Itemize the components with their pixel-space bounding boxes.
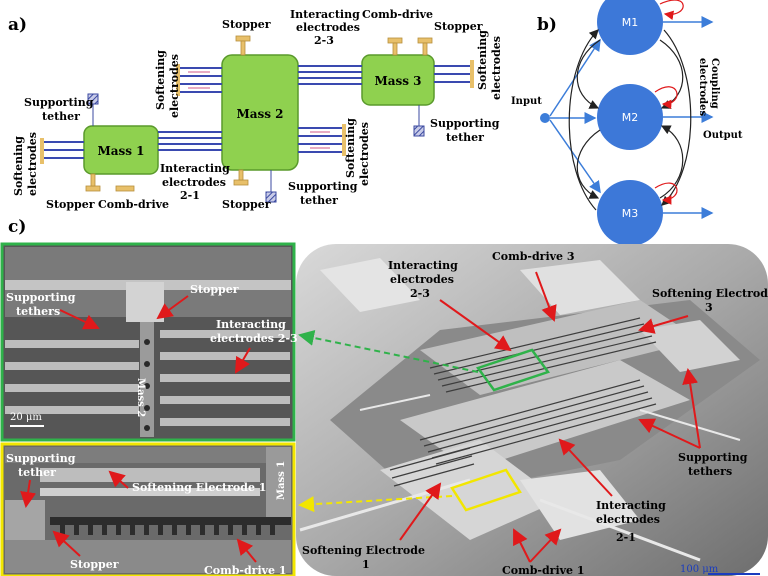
softening-m2r-line2: electrodes (358, 122, 371, 186)
main-supporting-line2: tethers (688, 465, 732, 478)
stoppers (85, 35, 433, 192)
mass-3-block (361, 54, 435, 106)
stopper-label-top: Stopper (222, 18, 271, 31)
green-dashed-connector (298, 330, 479, 373)
mass-1-label: Mass 1 (97, 144, 144, 158)
sem-structure (299, 258, 760, 562)
interacting-23-line3: 2-3 (314, 34, 334, 47)
input-label: Input (511, 96, 542, 107)
coupling-line1: Coupling (709, 58, 720, 109)
main-interacting-23-line1: Interacting (388, 259, 458, 272)
interacting-electrodes-2-3-lines (298, 65, 362, 85)
main-scale-label: 100 μm (680, 564, 719, 575)
comb-drive-label-bottom: Comb-drive (98, 198, 169, 211)
mass-2-softening-left (180, 67, 222, 93)
green-interacting-line2: electrodes 2-3 (210, 332, 298, 345)
softening-m2l-line2: electrodes (168, 54, 181, 118)
supporting-m3-line1: Supporting (430, 117, 500, 130)
softening-m3-line2: electrodes (490, 36, 503, 100)
softening-m1-line2: electrodes (26, 132, 39, 196)
output-label: Output (703, 130, 743, 141)
yellow-comb-label: Comb-drive 1 (204, 564, 287, 576)
mass-2-softening-left-pink (188, 71, 210, 89)
yellow-red-arrows (20, 470, 257, 563)
main-interacting-21-line3: 2-1 (616, 531, 636, 544)
green-mass-label: Mass 2 (135, 378, 146, 417)
panel-a: a) Mass 2 Mass 1 Mass 3 (8, 8, 503, 211)
green-highlight-box (475, 348, 551, 392)
mass-2-label: Mass 2 (236, 107, 283, 121)
supporting-m1-line1: Supporting (24, 96, 94, 109)
yellow-supporting-line2: tether (18, 466, 56, 479)
input-node (540, 113, 550, 123)
green-supporting-line2: tethers (16, 305, 60, 318)
softening-m1-line1: Softening (12, 136, 25, 196)
supporting-m2-line2: tether (300, 194, 338, 207)
softening-m2l-line1: Softening (154, 50, 167, 110)
interacting-21-line2: electrodes (162, 176, 226, 189)
node-m3-label: M3 (622, 207, 639, 220)
main-softening-1-line2: 1 (362, 558, 370, 571)
green-scale-label: 20 μm (10, 412, 42, 423)
main-interacting-23-line3: 2-3 (410, 287, 430, 300)
yellow-mass-label: Mass 1 (276, 461, 287, 500)
node-m2-label: M2 (622, 111, 639, 124)
yellow-stopper-label: Stopper (70, 558, 119, 571)
interacting-23-line2: electrodes (296, 21, 360, 34)
stopper-label-top-right: Stopper (434, 20, 483, 33)
interacting-23-line1: Interacting (290, 8, 360, 21)
node-m3 (597, 180, 663, 246)
yellow-softening-label: Softening Electrode 1 (132, 481, 266, 494)
mass-3-softening-right (434, 65, 470, 83)
interacting-21-line3: 2-1 (180, 189, 200, 202)
coupling-line2: electrodes (697, 58, 708, 117)
green-interacting-line1: Interacting (216, 318, 286, 331)
green-inset-structure (5, 247, 291, 437)
main-interacting-23-line2: electrodes (390, 273, 454, 286)
mass-3-label: Mass 3 (374, 74, 421, 88)
supporting-tethers (87, 93, 425, 203)
mass-2-softening-left-pad (176, 64, 180, 96)
mass-2-block (221, 54, 299, 171)
mass-2-softening-right (298, 127, 342, 153)
green-red-arrows (59, 295, 251, 374)
mass-2-softening-right-pad (342, 124, 346, 156)
main-softening-3-line1: Softening Electrode (652, 287, 768, 300)
supporting-m1-line2: tether (42, 110, 80, 123)
stopper-label-bottom: Stopper (222, 198, 271, 211)
main-comb-drive-3: Comb-drive 3 (492, 250, 575, 263)
node-m1 (597, 0, 663, 55)
panel-c: c) (0, 217, 768, 576)
yellow-highlight-box (450, 468, 522, 512)
yellow-supporting-line1: Supporting (6, 452, 76, 465)
comb-drive-label-top: Comb-drive (362, 8, 433, 21)
stopper-label-bottom-left: Stopper (46, 198, 95, 211)
main-interacting-21-line1: Interacting (596, 499, 666, 512)
softening-m3-line1: Softening (476, 30, 489, 90)
mass-1-softening-left (44, 141, 84, 159)
supporting-m3-line2: tether (446, 131, 484, 144)
panel-c-letter: c) (8, 217, 26, 237)
panel-b: b) Input M1 M2 M3 Output Coupling electr… (511, 0, 743, 246)
main-interacting-21-line2: electrodes (596, 513, 660, 526)
mass-3-softening-pad (470, 60, 474, 88)
interacting-electrodes-2-1-lines (158, 131, 222, 151)
green-stopper-label: Stopper (190, 283, 239, 296)
green-supporting-line1: Supporting (6, 291, 76, 304)
mass-1-softening-pad (40, 138, 44, 164)
node-m1-label: M1 (622, 16, 639, 29)
main-comb-drive-1: Comb-drive 1 (502, 564, 585, 576)
softening-m2r-line1: Softening (344, 118, 357, 178)
interacting-21-line1: Interacting (160, 162, 230, 175)
main-supporting-line1: Supporting (678, 451, 748, 464)
panel-a-letter: a) (8, 15, 27, 35)
node-m2 (597, 84, 663, 150)
main-softening-1-line1: Softening Electrode (302, 544, 425, 557)
main-red-arrows (399, 271, 701, 563)
panel-b-letter: b) (537, 15, 557, 35)
supporting-m2-line1: Supporting (288, 180, 358, 193)
main-softening-3-line2: 3 (705, 301, 713, 314)
